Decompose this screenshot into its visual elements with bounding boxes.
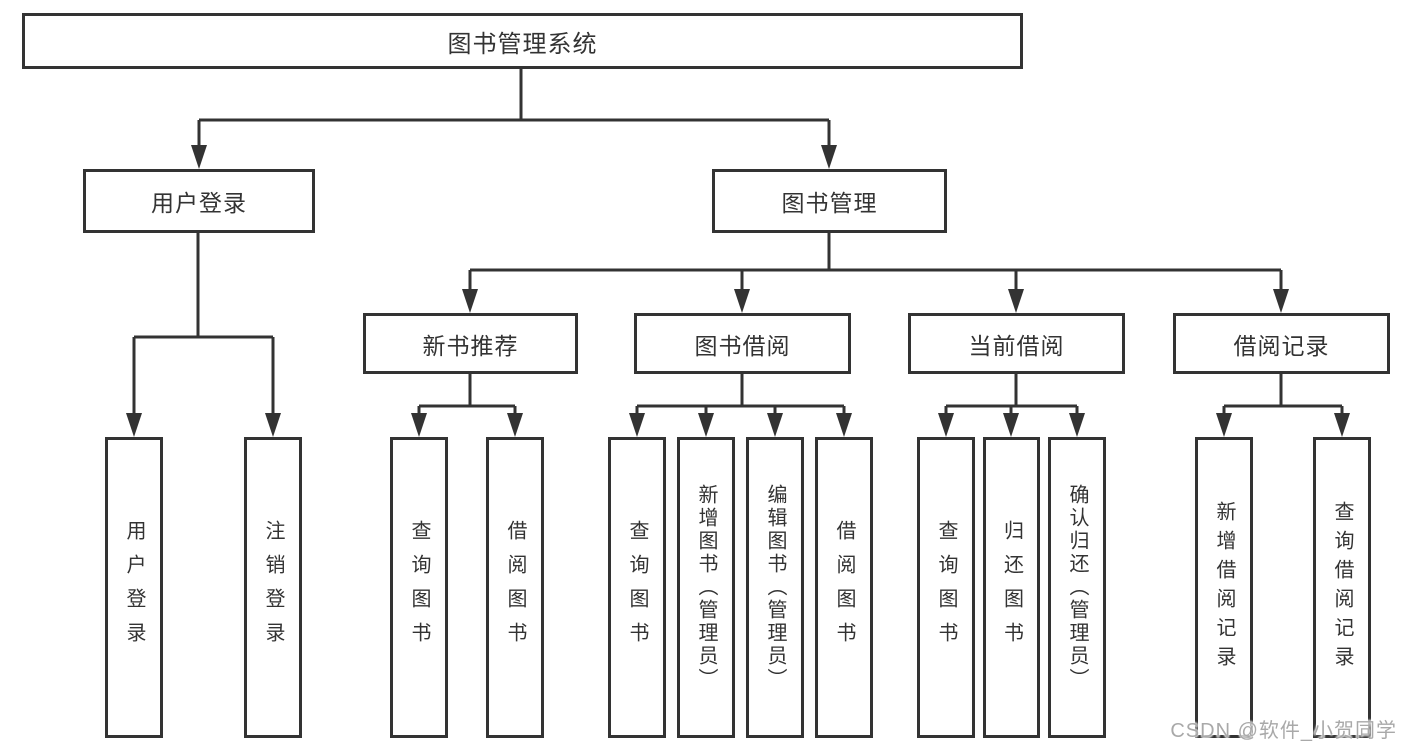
node-book-borrowing-label: 图书借阅 [694, 332, 791, 359]
leaf-return-books-label: 归还图书 [1000, 519, 1023, 656]
arrowhead [1003, 413, 1019, 437]
leaf-add-borrow-record: 新增借阅记录 [1195, 437, 1253, 738]
arrowhead [1008, 289, 1024, 313]
leaf-query-books-1-label: 查询图书 [408, 519, 430, 656]
leaf-user-login-label: 用户登录 [123, 519, 145, 656]
arrowhead [462, 289, 478, 313]
node-new-book-recommend: 新书推荐 [363, 313, 578, 374]
node-book-management: 图书管理 [712, 169, 947, 233]
arrowhead [191, 145, 207, 169]
leaf-user-login: 用户登录 [105, 437, 163, 738]
arrowhead [734, 289, 750, 313]
leaf-add-borrow-record-label: 新增借阅记录 [1213, 500, 1235, 675]
leaf-confirm-return-admin: 确认归还（管理员） [1048, 437, 1106, 738]
node-current-borrowing-label: 当前借阅 [968, 332, 1065, 359]
leaf-confirm-return-admin-label: 确认归还（管理员） [1066, 484, 1088, 691]
leaf-logout: 注销登录 [244, 437, 302, 738]
arrowhead [1216, 413, 1232, 437]
leaf-borrow-books-2: 借阅图书 [815, 437, 873, 738]
leaf-query-books-2: 查询图书 [608, 437, 666, 738]
arrowhead [629, 413, 645, 437]
leaf-query-books-2-label: 查询图书 [626, 519, 648, 656]
node-user-login: 用户登录 [83, 169, 315, 233]
leaf-borrow-books-1: 借阅图书 [486, 437, 544, 738]
node-borrowing-records: 借阅记录 [1173, 313, 1390, 374]
node-book-borrowing: 图书借阅 [634, 313, 851, 374]
arrowhead [1069, 413, 1085, 437]
arrowhead [411, 413, 427, 437]
leaf-query-borrow-record: 查询借阅记录 [1313, 437, 1371, 738]
node-current-borrowing: 当前借阅 [908, 313, 1125, 374]
arrowhead [1273, 289, 1289, 313]
node-user-login-label: 用户登录 [151, 190, 247, 216]
node-root-label: 图书管理系统 [447, 30, 598, 58]
arrowhead [821, 145, 837, 169]
leaf-query-books-3: 查询图书 [917, 437, 975, 738]
leaf-query-borrow-record-label: 查询借阅记录 [1331, 500, 1353, 675]
arrowhead [767, 413, 783, 437]
leaf-logout-label: 注销登录 [262, 519, 284, 656]
leaf-query-books-1: 查询图书 [390, 437, 448, 738]
leaf-borrow-books-1-label: 借阅图书 [504, 519, 526, 656]
arrowhead [507, 413, 523, 437]
node-root: 图书管理系统 [22, 13, 1023, 69]
leaf-return-books: 归还图书 [983, 437, 1040, 738]
leaf-edit-books-admin: 编辑图书（管理员） [746, 437, 804, 738]
node-borrowing-records-label: 借阅记录 [1233, 332, 1330, 359]
arrowhead [265, 413, 281, 437]
arrowhead [1334, 413, 1350, 437]
leaf-add-books-admin: 新增图书（管理员） [677, 437, 735, 738]
node-new-book-recommend-label: 新书推荐 [422, 332, 519, 359]
watermark: CSDN @软件_小贺同学 [1170, 720, 1397, 742]
leaf-borrow-books-2-label: 借阅图书 [833, 519, 855, 656]
leaf-query-books-3-label: 查询图书 [935, 519, 957, 656]
arrowhead [698, 413, 714, 437]
arrowhead [836, 413, 852, 437]
arrowhead [126, 413, 142, 437]
leaf-add-books-admin-label: 新增图书（管理员） [695, 484, 717, 691]
leaf-edit-books-admin-label: 编辑图书（管理员） [764, 484, 786, 691]
arrowhead [938, 413, 954, 437]
node-book-management-label: 图书管理 [781, 190, 878, 216]
